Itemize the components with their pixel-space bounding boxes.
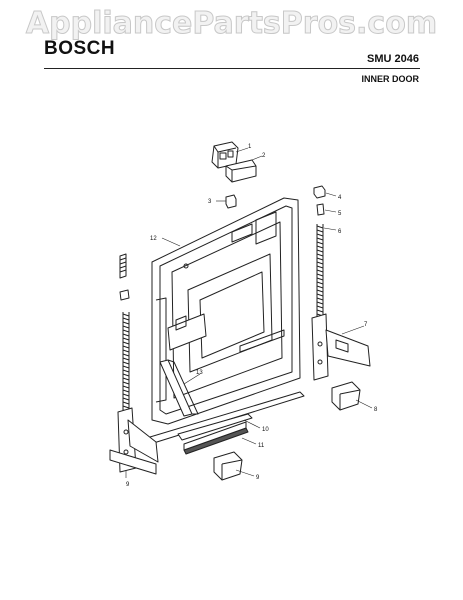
callout-6: 6 [338, 229, 342, 235]
part-brace-13 [159, 359, 199, 417]
callout-8-right: 8 [374, 407, 378, 413]
part-left-hinge-9 [109, 407, 159, 475]
part-right-spring-6 [316, 224, 324, 322]
callout-7: 7 [364, 322, 368, 328]
part-left-spring [119, 253, 130, 420]
callout-13: 13 [196, 370, 203, 376]
callout-10: 10 [262, 427, 269, 433]
section-title: INNER DOOR [361, 74, 419, 84]
header-rule [44, 68, 420, 69]
part-right-hinge-7 [311, 313, 371, 381]
callout-leaders [125, 147, 373, 478]
callout-4: 4 [338, 195, 342, 201]
watermark-text: AppliancePartsPros.com [25, 6, 438, 42]
callout-12: 12 [150, 236, 157, 242]
callout-2: 2 [262, 153, 266, 159]
callout-9-bottom: 9 [256, 475, 260, 481]
callout-1: 1 [248, 144, 252, 150]
callout-5: 5 [338, 211, 342, 217]
brand-logo: BOSCH [44, 38, 116, 59]
callout-9-left: 9 [126, 482, 130, 488]
callout-11: 11 [258, 443, 265, 449]
part-inner-door-12 [151, 197, 301, 425]
part-clip-3 [225, 194, 237, 209]
part-foot-8-right [331, 381, 361, 411]
model-number: SMU 2046 [367, 53, 419, 65]
part-brackets-4-5 [313, 185, 326, 216]
part-foot-8-bottom [213, 451, 243, 481]
part-latch-assembly [211, 141, 257, 183]
callout-3: 3 [208, 199, 212, 205]
